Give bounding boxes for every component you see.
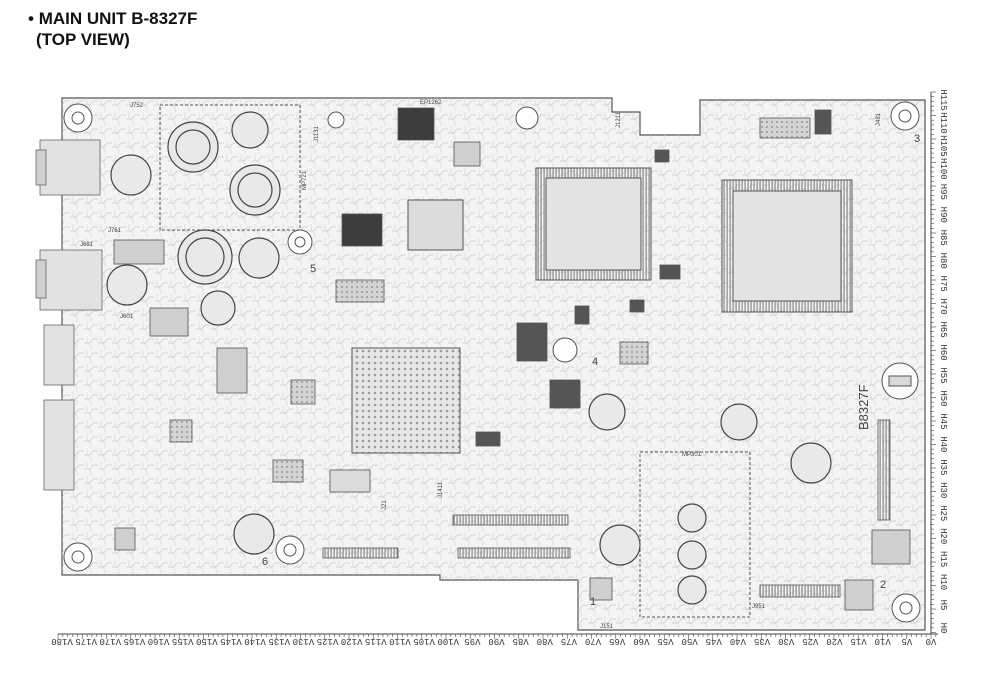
corner-number-4: 4: [592, 356, 598, 368]
v-scale-label: V180: [51, 636, 73, 646]
v-scale-label: V30: [778, 636, 794, 646]
v-scale-label: V135: [268, 636, 290, 646]
v-scale-label: V125: [317, 636, 339, 646]
v-scale-label: V175: [75, 636, 97, 646]
ref-label: J1211: [616, 111, 622, 128]
v-scale-label: V105: [413, 636, 435, 646]
ref-label: J752: [130, 103, 144, 109]
corner-number-6: 6: [262, 556, 268, 568]
ref-label: J691: [80, 242, 94, 248]
v-scale-label: V140: [244, 636, 266, 646]
h-scale-label: H105: [938, 135, 948, 157]
v-scale-label: V10: [875, 636, 891, 646]
v-scale-label: V55: [657, 636, 673, 646]
v-scale-label: V40: [730, 636, 746, 646]
v-scale-label: V60: [633, 636, 649, 646]
h-scale-label: H85: [938, 230, 948, 246]
qfp-chips: [351, 167, 853, 454]
diagram-title: • MAIN UNIT B-8327F (TOP VIEW): [28, 8, 197, 50]
v-scale-label: V80: [537, 636, 553, 646]
ref-label: MP301: [682, 452, 702, 458]
ref-label: J601: [120, 314, 134, 320]
trace-field: [62, 98, 925, 630]
ref-label: J1411: [438, 481, 444, 498]
h-scale-label: H55: [938, 367, 948, 383]
h-scale-label: H10: [938, 574, 948, 590]
v-scale-label: V45: [706, 636, 722, 646]
corner-number-2: 2: [880, 579, 886, 591]
title-line: • MAIN UNIT B-8327F: [28, 9, 198, 28]
v-scale-label: V15: [850, 636, 866, 646]
h-scale-label: H15: [938, 551, 948, 567]
ref-label: J1131: [314, 125, 320, 142]
h-scale-label: H100: [938, 158, 948, 180]
v-scale-label: V75: [561, 636, 577, 646]
ref-label: J951: [752, 604, 766, 610]
ref-label: EP1262: [420, 100, 442, 106]
electrolytic-capacitors: [106, 111, 832, 605]
h-scale-label: H50: [938, 390, 948, 406]
v-scale-label: V25: [802, 636, 818, 646]
ref-label: J21: [382, 500, 388, 510]
ref-label: J481: [876, 112, 882, 126]
v-scale-label: V150: [196, 636, 218, 646]
v-scale-label: V110: [389, 636, 411, 646]
v-scale-label: V90: [488, 636, 504, 646]
v-scale-label: V20: [826, 636, 842, 646]
v-scale-label: V35: [754, 636, 770, 646]
v-scale-label: V50: [682, 636, 698, 646]
v-scale-label: V65: [609, 636, 625, 646]
h-scale-label: H110: [938, 112, 948, 134]
v-scale-label: V0: [926, 636, 937, 646]
h-scale: H115H110H105H100H95H90H85H80H75H70H65H60…: [930, 89, 948, 634]
flex-connectors: [322, 117, 841, 598]
v-scale-label: V115: [365, 636, 387, 646]
ref-label: J761: [108, 228, 122, 234]
corner-number-3: 3: [914, 133, 920, 145]
v-scale-label: V130: [293, 636, 315, 646]
mounting-holes: [63, 101, 921, 623]
v-scale-label: V100: [437, 636, 459, 646]
h-scale-label: H30: [938, 482, 948, 498]
h-scale-label: H95: [938, 184, 948, 200]
h-scale-label: H60: [938, 344, 948, 360]
corner-number-5: 5: [310, 263, 316, 275]
ref-label: MP721: [302, 170, 308, 190]
small-ics: [113, 107, 911, 611]
h-scale-label: H5: [938, 600, 948, 611]
h-scale-label: H35: [938, 459, 948, 475]
h-scale-label: H75: [938, 276, 948, 292]
h-scale-label: H20: [938, 528, 948, 544]
h-scale-label: H65: [938, 321, 948, 337]
v-scale-label: V95: [464, 636, 480, 646]
shield-frame: [159, 104, 301, 231]
v-scale-label: V85: [513, 636, 529, 646]
v-scale-label: V170: [99, 636, 121, 646]
subtitle-text: (TOP VIEW): [36, 30, 130, 49]
v-scale-label: V145: [220, 636, 242, 646]
h-scale-label: H45: [938, 413, 948, 429]
h-scale-label: H90: [938, 207, 948, 223]
v-scale-label: V165: [124, 636, 146, 646]
v-scale-label: V160: [148, 636, 170, 646]
board-model-label: B8327F: [856, 384, 871, 430]
v-scale-label: V70: [585, 636, 601, 646]
corner-number-1: 1: [590, 596, 596, 608]
h-scale-label: H25: [938, 505, 948, 521]
h-scale-label: H80: [938, 253, 948, 269]
ref-label: J151: [600, 624, 614, 630]
h-scale-label: H70: [938, 299, 948, 315]
v-scale-label: V120: [341, 636, 363, 646]
h-scale-label: H115: [938, 89, 948, 111]
v-scale-label: V155: [172, 636, 194, 646]
title-text: MAIN UNIT B-8327F: [38, 9, 198, 28]
h-scale-label: H0: [938, 623, 948, 634]
left-connectors: [35, 139, 103, 491]
v-scale-label: V5: [901, 636, 912, 646]
sub-shield: [639, 451, 751, 618]
h-scale-label: H40: [938, 436, 948, 452]
